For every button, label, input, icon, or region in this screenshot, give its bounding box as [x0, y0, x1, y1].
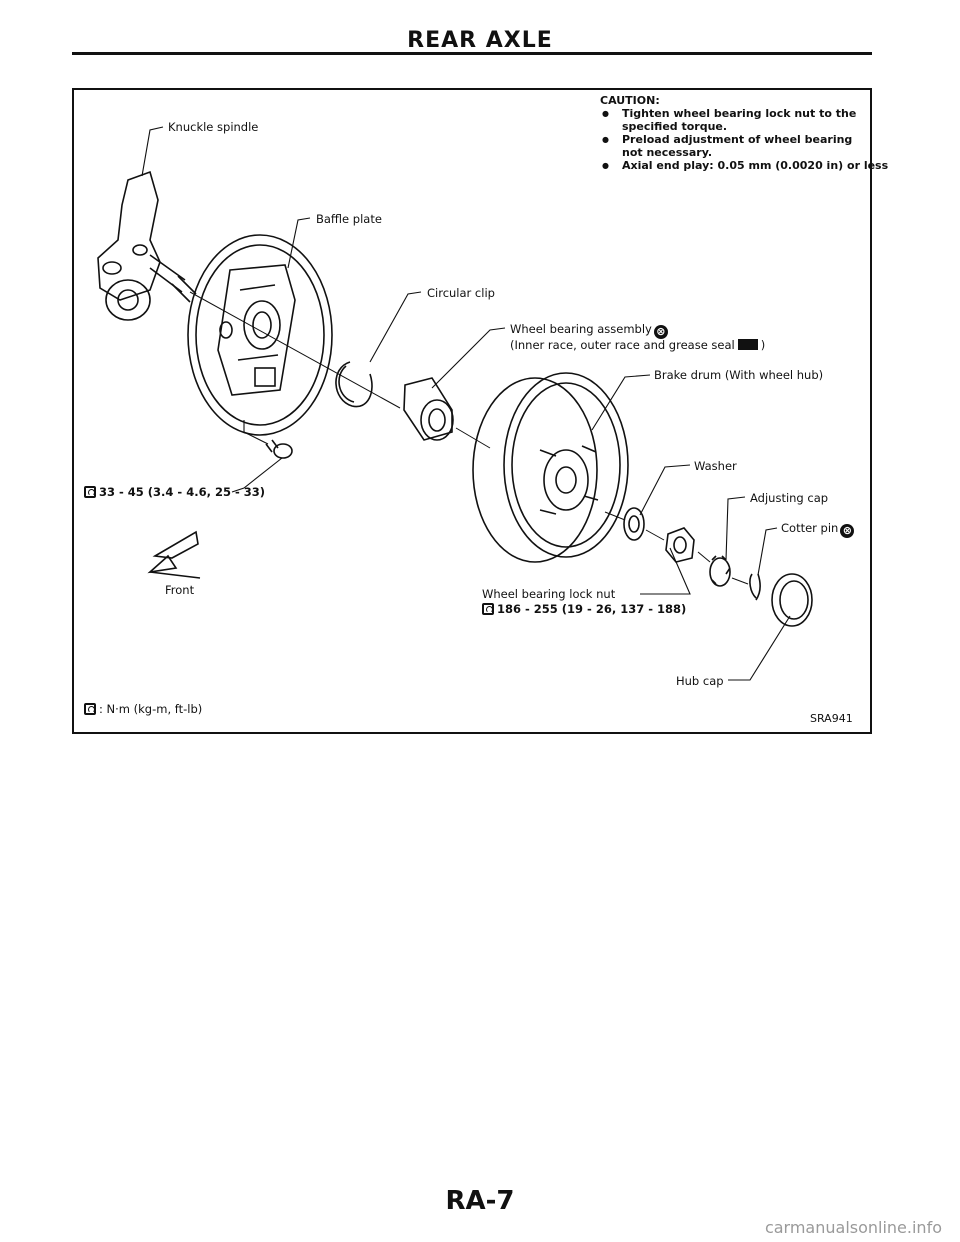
lock-nut-label: Wheel bearing lock nut	[482, 587, 616, 601]
front-arrow-icon	[147, 530, 201, 579]
wheel-bearing-subtext: (Inner race, outer race and grease seal)	[510, 338, 765, 352]
cotter-pin-label: Cotter pin⊗	[781, 521, 855, 538]
torque-wrench-icon	[84, 703, 96, 715]
caution-item: Tighten wheel bearing lock nut to the sp…	[600, 107, 862, 133]
page-number: RA-7	[445, 1186, 515, 1216]
caution-item: Axial end play: 0.05 mm (0.0020 in) or l…	[600, 159, 888, 172]
wheel-bearing-assembly-label: Wheel bearing assembly⊗	[510, 322, 668, 339]
wheel-bearing-assembly-text: Wheel bearing assembly	[510, 322, 652, 336]
baffle-bolt-part	[265, 439, 293, 459]
adjusting-cap-part	[709, 555, 731, 587]
baffle-bolt-torque: 33 - 45 (3.4 - 4.6, 25 - 33)	[84, 485, 265, 499]
cotter-pin-text: Cotter pin	[781, 521, 839, 535]
washer-label: Washer	[694, 459, 737, 473]
cotter-pin-part	[749, 573, 761, 601]
caution-title: CAUTION:	[600, 94, 660, 107]
lock-nut-torque: 186 - 255 (19 - 26, 137 - 188)	[482, 602, 686, 616]
wheel-bearing-sub-b: )	[760, 338, 766, 352]
baffle-plate-part	[187, 234, 333, 436]
wheel-bearing-sub-a: (Inner race, outer race and grease seal	[510, 338, 735, 352]
baffle-plate-label: Baffle plate	[316, 212, 382, 226]
torque-unit-text: : N·m (kg-m, ft-lb)	[99, 702, 203, 716]
knuckle-spindle-label: Knuckle spindle	[168, 120, 259, 134]
hub-cap-part	[771, 573, 813, 627]
header-rule	[72, 52, 872, 55]
baffle-bolt-torque-value: 33 - 45 (3.4 - 4.6, 25 - 33)	[99, 485, 265, 499]
brake-drum-label: Brake drum (With wheel hub)	[654, 368, 824, 382]
adjusting-cap-label: Adjusting cap	[750, 491, 829, 505]
circular-clip-label: Circular clip	[427, 286, 495, 300]
torque-wrench-icon	[84, 486, 96, 498]
torque-wrench-icon	[482, 603, 494, 615]
hub-cap-label: Hub cap	[676, 674, 724, 688]
caution-item: Preload adjustment of wheel bearing not …	[600, 133, 862, 159]
circular-clip-part	[335, 361, 373, 408]
torque-unit-legend: : N·m (kg-m, ft-lb)	[84, 702, 202, 716]
front-label: Front	[165, 583, 195, 597]
knuckle-spindle-part	[97, 170, 197, 321]
lock-nut-part	[665, 527, 695, 563]
figure-code: SRA941	[810, 712, 853, 725]
caution-block: CAUTION: Tighten wheel bearing lock nut …	[600, 94, 888, 172]
grease-icon	[737, 339, 758, 350]
wheel-bearing-part	[403, 377, 454, 441]
diagram-frame	[72, 88, 872, 734]
watermark: carmanualsonline.info	[764, 1218, 942, 1237]
no-reuse-icon: ⊗	[840, 524, 855, 538]
page-title: REAR AXLE	[407, 28, 553, 53]
no-reuse-icon: ⊗	[653, 325, 668, 339]
washer-part	[623, 507, 645, 541]
brake-drum-part	[472, 372, 629, 563]
lock-nut-torque-value: 186 - 255 (19 - 26, 137 - 188)	[497, 602, 687, 616]
caution-list: Tighten wheel bearing lock nut to the sp…	[600, 107, 888, 172]
